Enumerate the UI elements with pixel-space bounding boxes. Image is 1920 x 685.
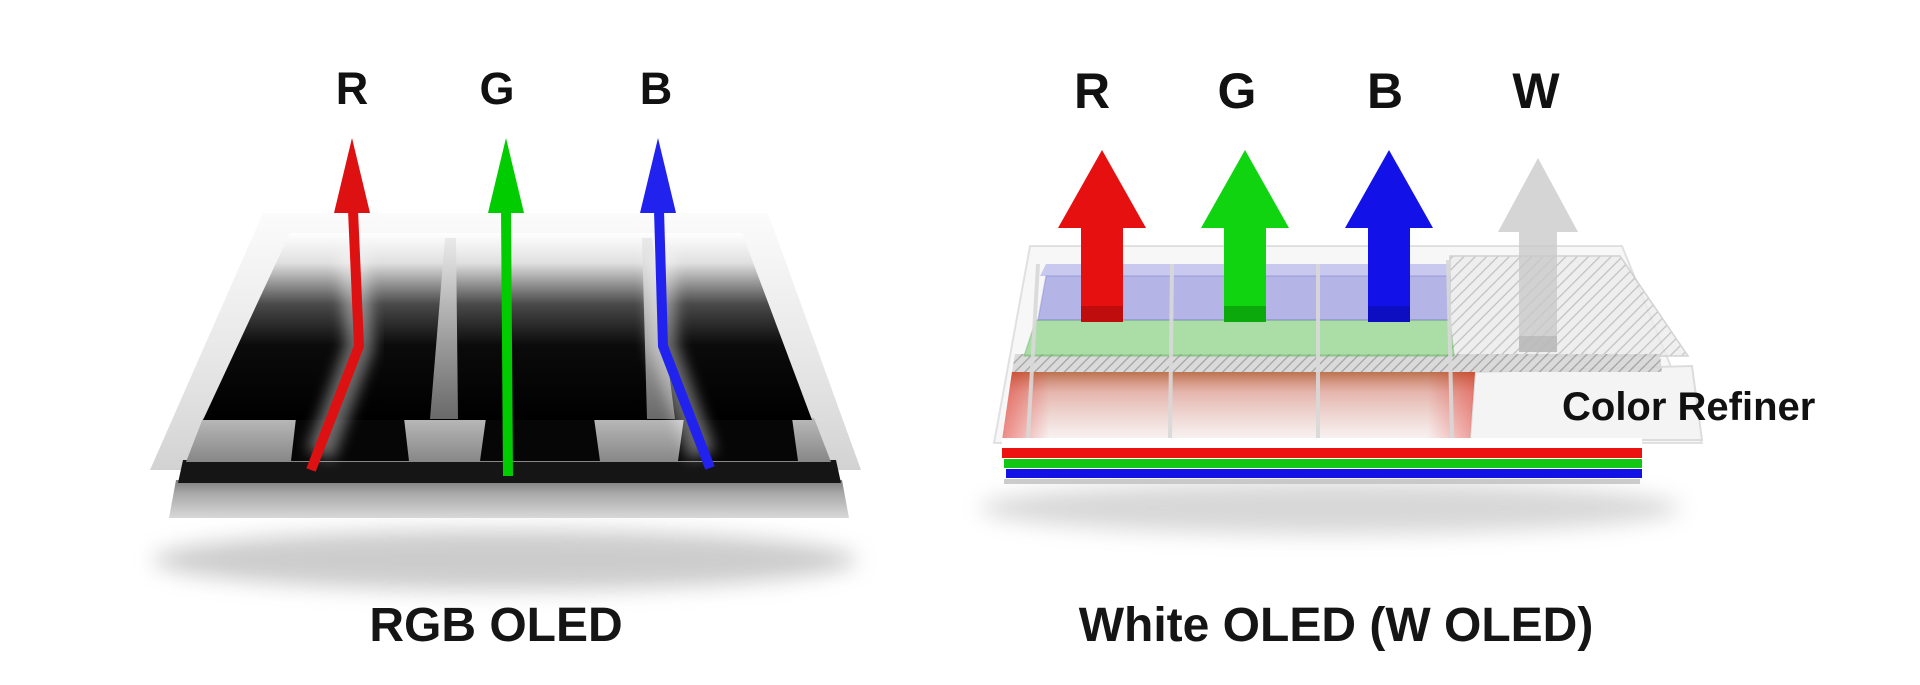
color-refiner-label: Color Refiner	[1562, 385, 1815, 429]
label-b: B	[640, 63, 673, 114]
red-emission-arrow	[1058, 150, 1146, 322]
column-divider	[1446, 259, 1454, 439]
column-divider	[1168, 263, 1174, 439]
blue-arrow-cap	[1368, 306, 1410, 322]
green-oled-stripe	[1004, 459, 1642, 468]
blue-emission-arrow	[640, 138, 715, 470]
arrow-head	[488, 138, 524, 213]
red-oled-stripe	[1002, 448, 1642, 458]
ground-shadow	[980, 482, 1680, 534]
white-subpixel-slab	[1449, 255, 1690, 357]
arrow-shaft	[654, 209, 715, 470]
white-oled-panel: R G B W Color Refiner White OLED (W OLED…	[980, 63, 1815, 652]
green-emission-arrow	[1201, 150, 1289, 322]
ground-shadow	[153, 530, 857, 590]
green-arrow-cap	[1224, 306, 1266, 322]
green-emission-arrow	[488, 138, 524, 477]
rgb-oled-panel: R G B RGB OLED	[150, 63, 861, 652]
red-gradient-edges	[1002, 372, 1475, 440]
label-b: B	[1367, 63, 1403, 119]
stripe-base-line	[1004, 479, 1640, 484]
base-layer	[169, 480, 849, 518]
blue-oled-stripe	[1006, 469, 1642, 478]
label-g: G	[1218, 63, 1257, 119]
pixel-well-red	[291, 418, 409, 461]
arrow-head	[640, 138, 676, 213]
blue-emission-arrow	[1345, 150, 1433, 322]
white-arrow-cap	[1519, 336, 1557, 352]
arrow-shaft	[306, 209, 364, 472]
label-g: G	[479, 63, 514, 114]
white-emission-arrow	[1498, 158, 1578, 352]
red-arrow-cap	[1081, 306, 1123, 322]
subpixel-divider	[430, 238, 458, 419]
white-oled-caption: White OLED (W OLED)	[1079, 599, 1594, 652]
label-w: W	[1512, 63, 1560, 119]
white-gap	[1002, 438, 1642, 449]
rgb-oled-caption: RGB OLED	[369, 599, 622, 652]
red-emission-arrow	[306, 138, 370, 472]
hatched-band	[1012, 354, 1662, 372]
green-layer	[1022, 319, 1455, 357]
label-r: R	[1074, 63, 1110, 119]
label-r: R	[336, 63, 369, 114]
arrow-head	[334, 138, 370, 213]
arrow-shaft	[501, 209, 513, 477]
column-divider	[1026, 263, 1040, 439]
